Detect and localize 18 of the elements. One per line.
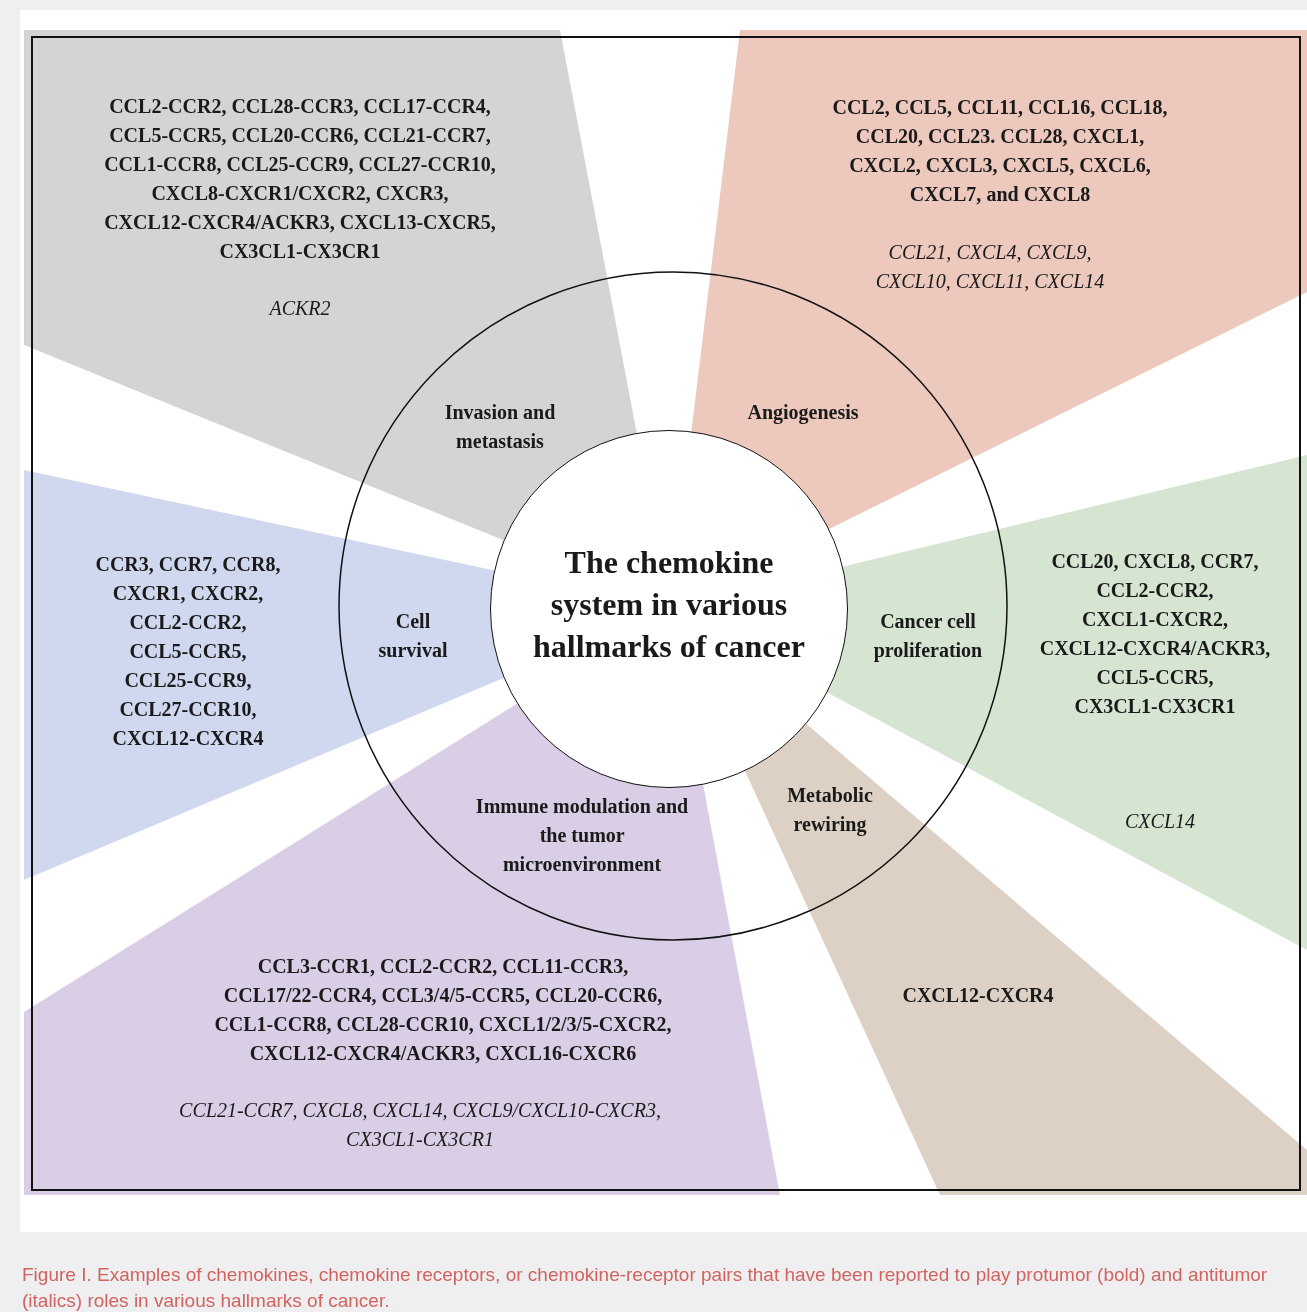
hallmark-label: Metabolic rewiring <box>786 783 874 838</box>
hallmark-label: Cancer cell proliferation <box>872 609 984 664</box>
protumor-list: CCL2-CCR2, CCL28-CCR3, CCL17-CCR4, CCL5-CCR5, CCL20-CCR6, CCL21-CCR7, CCL1-CCR8, CCL25-CCR9, CCL27-CCR10, CXCL8-CXCR1/CXCR2, CXCR3, CXCL12-CXCR4/ACKR3, CXCL13-CXCR5, CX3CL1-CX3CR1 <box>90 92 510 266</box>
hallmark-label: Angiogenesis <box>746 400 860 426</box>
hallmark-label: Immune modulation and the tumor microenvironment <box>474 794 690 877</box>
protumor-list: CCL3-CCR1, CCL2-CCR2, CCL11-CCR3, CCL17/22-CCR4, CCL3/4/5-CCR5, CCL20-CCR6, CCL1-CCR8, CCL28-CCR10, CXCL1/2/3/5-CXCR2, CXCL12-CXCR4/ACKR3, CXCL16-CXCR6 <box>193 952 693 1068</box>
protumor-list: CCL2, CCL5, CCL11, CCL16, CCL18, CCL20, CCL23. CCL28, CXCL1, CXCL2, CXCL3, CXCL5, CXCL6, CXCL7, and CXCL8 <box>820 93 1180 209</box>
protumor-list: CCR3, CCR7, CCR8, CXCR1, CXCR2, CCL2-CCR2, CCL5-CCR5, CCL25-CCR9, CCL27-CCR10, CXCL12-CXCR4 <box>88 550 288 753</box>
hallmark-label: Invasion and metastasis <box>443 400 557 454</box>
protumor-list: CCL20, CXCL8, CCR7, CCL2-CCR2, CXCL1-CXCR2, CXCL12-CXCR4/ACKR3, CCL5-CCR5, CX3CL1-CX3CR1 <box>1030 547 1280 721</box>
hallmark-label: Cell survival <box>377 609 449 663</box>
antitumor-list: CXCL14 <box>1060 807 1260 836</box>
figure-caption: Figure I. Examples of chemokines, chemokine receptors, or chemokine-receptor pairs that have been reported to play protumor (bold) and antitumor (italics) roles in various hallmarks of cancer. <box>22 1263 1269 1312</box>
antitumor-list: CCL21-CCR7, CXCL8, CXCL14, CXCL9/CXCL10-CXCR3, CX3CL1-CX3CR1 <box>155 1096 685 1154</box>
antitumor-list: CCL21, CXCL4, CXCL9, CXCL10, CXCL11, CXCL14 <box>860 238 1120 296</box>
center-title: The chemokine system in various hallmarks of cancer <box>532 543 806 666</box>
antitumor-list: ACKR2 <box>200 294 400 323</box>
protumor-list: CXCL12-CXCR4 <box>868 981 1088 1010</box>
